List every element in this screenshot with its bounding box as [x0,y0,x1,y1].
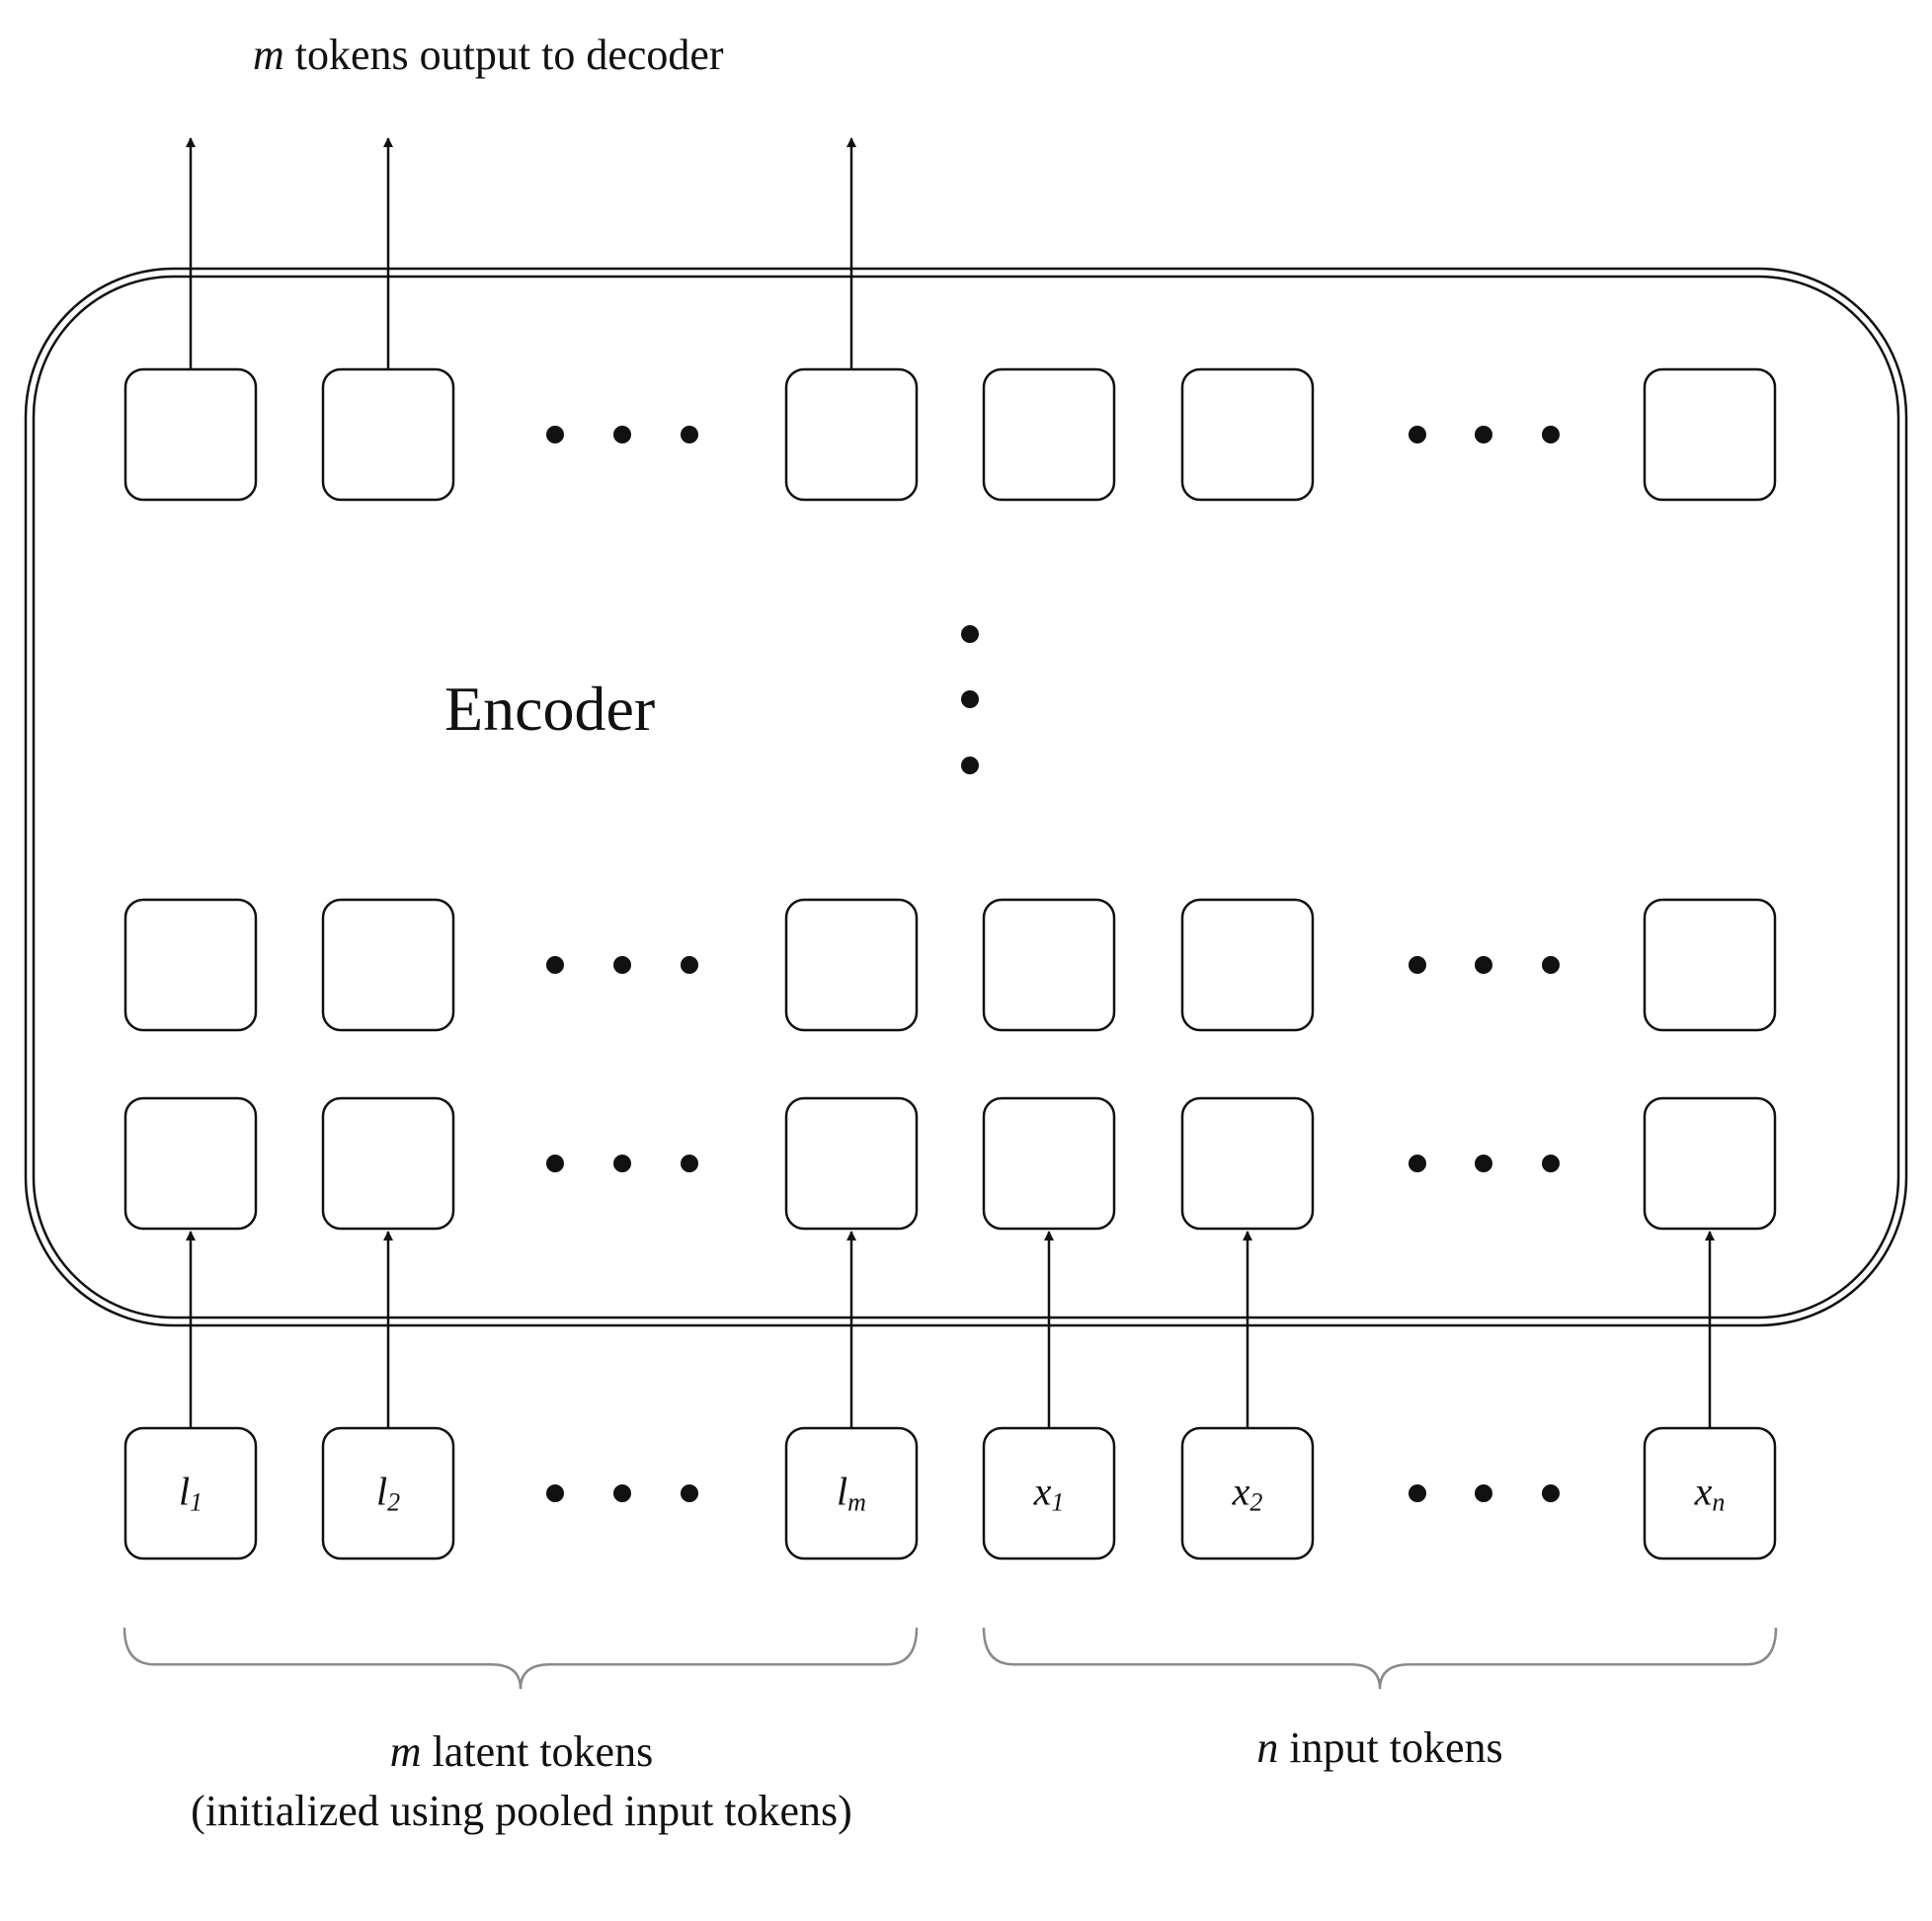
input-token-n: xn [1694,1469,1726,1517]
latent-tokens-brace [122,1627,919,1690]
latent-caption-line2: (initialized using pooled input tokens) [191,1787,852,1835]
top-layer-box-1 [123,367,258,502]
top-layer-ellipsis-dot-2-3 [1542,426,1560,443]
middle-layer-box-3 [784,898,919,1032]
middle-layer-ellipsis-dot-2-1 [1409,956,1426,974]
input-token-2: x2 [1232,1469,1263,1517]
bottom-layer-box-1 [123,1096,258,1231]
middle-layer-box-4 [982,898,1116,1032]
top-layer-ellipsis-dot-2-1 [1409,426,1426,443]
encoder-label: Encoder [444,674,656,744]
middle-layer-ellipsis-dot-1-2 [613,956,631,974]
middle-layer-ellipsis-dot-1-3 [681,956,698,974]
top-layer-ellipsis-dot-1-3 [681,426,698,443]
token-input-row-ellipsis-dot-1-2 [613,1484,631,1502]
vertical-ellipsis-dot-3 [961,757,979,774]
token-input-row-ellipsis-dot-2-3 [1542,1484,1560,1502]
token-input-row-ellipsis-dot-1-3 [681,1484,698,1502]
top-layer-box-2 [321,367,455,502]
output-caption-var: m [253,31,284,79]
top-layer-box-6 [1643,367,1777,502]
top-layer-box-5 [1180,367,1315,502]
middle-layer-box-2 [321,898,455,1032]
vertical-ellipsis-dot-1 [961,625,979,643]
top-layer-ellipsis-dot-2-2 [1475,426,1492,443]
token-input-row-ellipsis-dot-2-2 [1475,1484,1492,1502]
bottom-layer-box-4 [982,1096,1116,1231]
top-layer-ellipsis-dot-1-2 [613,426,631,443]
latent-token-m: lm [837,1469,866,1517]
bottom-layer-box-6 [1643,1096,1777,1231]
middle-layer-box-5 [1180,898,1315,1032]
bottom-layer-ellipsis-dot-1-3 [681,1155,698,1172]
token-input-row-ellipsis-dot-2-1 [1409,1484,1426,1502]
input-caption: n input tokens [1256,1723,1503,1772]
encoder-border-inner [32,275,1900,1320]
output-caption: m tokens output to decoder [253,34,724,77]
middle-layer-ellipsis-dot-2-2 [1475,956,1492,974]
top-layer-box-4 [982,367,1116,502]
input-tokens-brace [982,1627,1778,1690]
bottom-layer-ellipsis-dot-2-3 [1542,1155,1560,1172]
bottom-layer-box-5 [1180,1096,1315,1231]
bottom-layer-box-2 [321,1096,455,1231]
latent-token-2: l2 [375,1469,401,1517]
middle-layer-ellipsis-dot-1-1 [546,956,564,974]
top-layer-box-3 [784,367,919,502]
input-token-1: x1 [1033,1469,1065,1517]
token-input-row-ellipsis-dot-1-1 [546,1484,564,1502]
vertical-ellipsis-dot-2 [961,690,979,708]
middle-layer-ellipsis-dot-2-3 [1542,956,1560,974]
bottom-layer-ellipsis-dot-1-1 [546,1155,564,1172]
encoder-border-outer [24,267,1908,1327]
bottom-layer-ellipsis-dot-2-2 [1475,1155,1492,1172]
middle-layer-box-6 [1643,898,1777,1032]
bottom-layer-box-3 [784,1096,919,1231]
middle-layer-box-1 [123,898,258,1032]
latent-token-1: l1 [178,1469,203,1517]
output-caption-text: tokens output to decoder [283,31,724,79]
latent-caption-line1: m latent tokens [389,1727,654,1776]
bottom-layer-ellipsis-dot-2-1 [1409,1155,1426,1172]
top-layer-ellipsis-dot-1-1 [546,426,564,443]
bottom-layer-ellipsis-dot-1-2 [613,1155,631,1172]
